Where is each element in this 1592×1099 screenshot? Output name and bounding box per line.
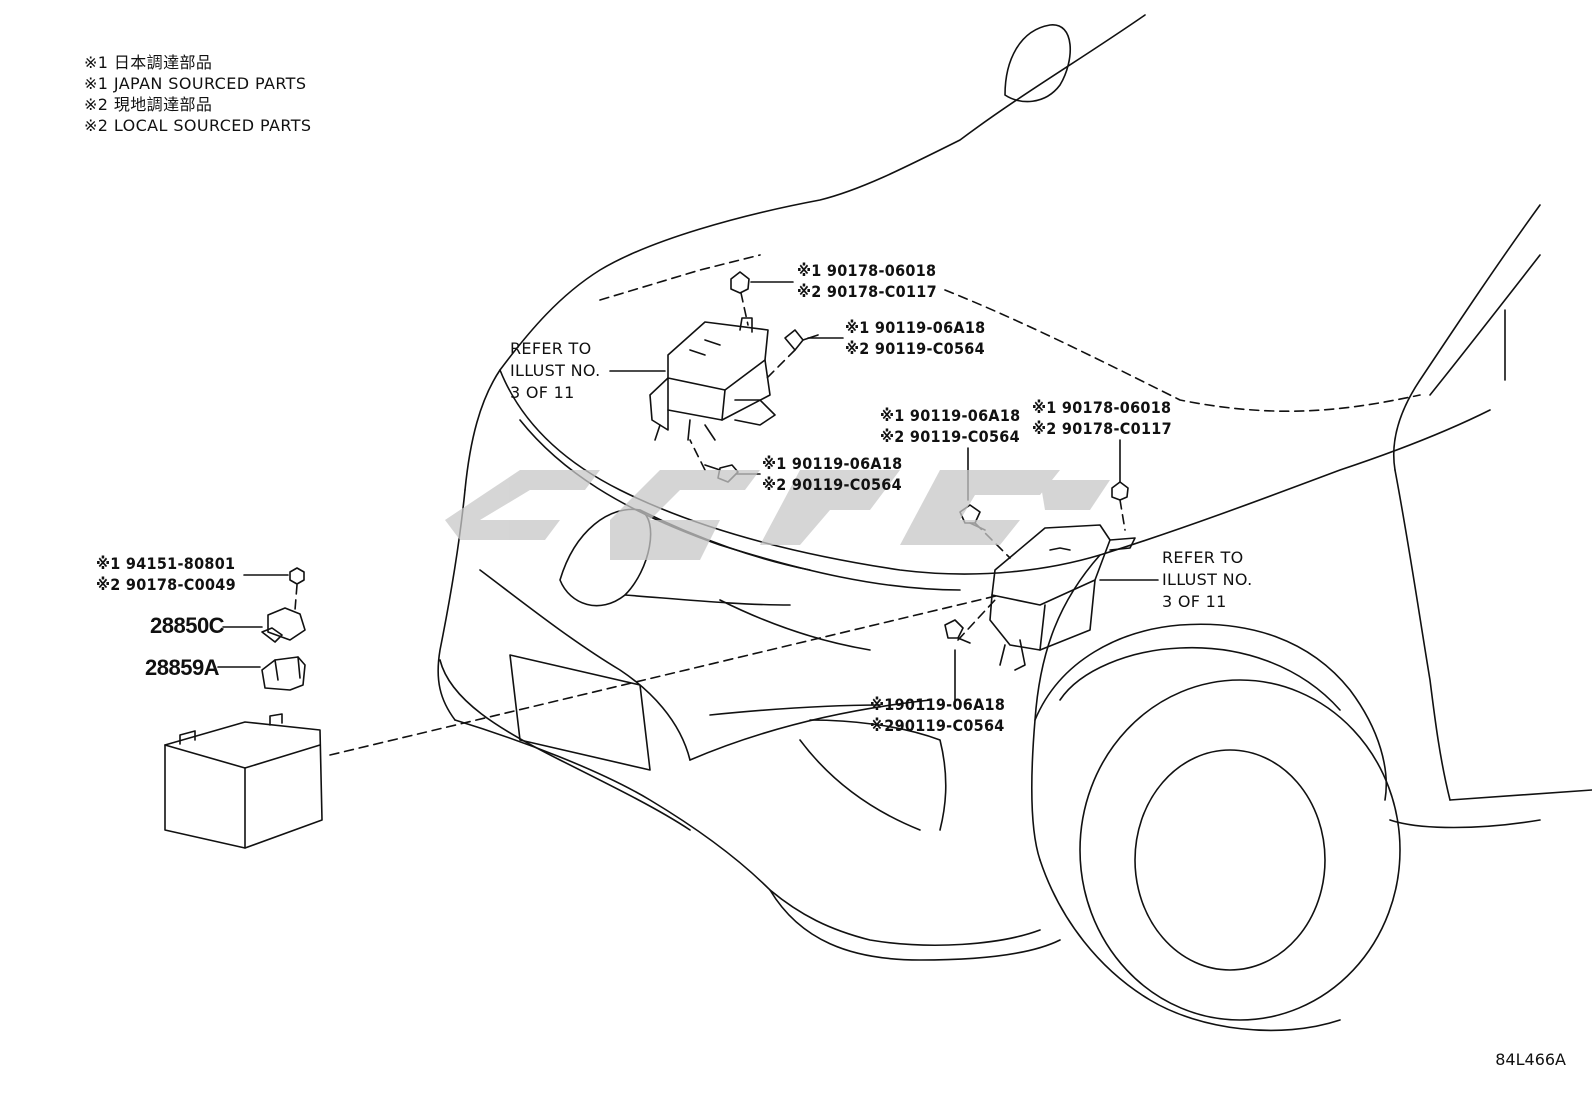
refer-line: 3 OF 11 [510,383,575,402]
callout-line: ※190119-06A18 [870,695,1006,714]
callout-line: ※1 90178-06018 [1032,398,1172,417]
callout-line: ※1 94151-80801 [96,554,236,573]
callout-battery-nut: ※1 94151-80801 ※2 90178-C0049 [96,553,236,595]
callout-bolt-top-left: ※1 90119-06A18 ※2 90119-C0564 [845,317,985,359]
callout-line: ※1 90119-06A18 [762,454,903,473]
legend-line-2: ※1 JAPAN SOURCED PARTS [84,74,307,93]
refer-line: REFER TO [1162,548,1244,567]
refer-line: ILLUST NO. [510,361,601,380]
refer-line: ILLUST NO. [1162,570,1253,589]
callout-line: ※2 90178-C0049 [96,575,236,594]
nut-top-right [1112,482,1128,500]
callout-line: ※2 90119-C0564 [880,427,1020,446]
refer-note-left: REFER TO ILLUST NO. 3 OF 11 [510,338,600,404]
battery-clamp [262,608,305,642]
battery-nut [290,568,304,584]
callout-line: ※2 90178-C0117 [1032,419,1172,438]
battery-body [165,714,322,848]
callout-line: ※1 90119-06A18 [880,406,1021,425]
watermark-logo [445,470,1110,560]
callout-bolt-top-right: ※1 90119-06A18 ※2 90119-C0564 [880,405,1020,447]
legend-line-3: ※2 現地調達部品 [84,95,213,114]
refer-line: 3 OF 11 [1162,592,1227,611]
callout-line: ※1 90178-06018 [797,261,937,280]
callout-line: ※2 90119-C0564 [762,475,902,494]
legend: ※1 日本調達部品 ※1 JAPAN SOURCED PARTS ※2 現地調達… [84,52,311,136]
relay-block-upper [650,318,775,440]
nut-top-left [731,272,749,293]
illustration-code: 84L466A [1495,1050,1566,1069]
refer-line: REFER TO [510,339,592,358]
part-number-holder: 28859A [145,655,220,680]
callout-nut-top-right: ※1 90178-06018 ※2 90178-C0117 [1032,397,1172,439]
callout-line: ※2 90119-C0564 [845,339,985,358]
callout-nut-top-left: ※1 90178-06018 ※2 90178-C0117 [797,260,937,302]
legend-line-4: ※2 LOCAL SOURCED PARTS [84,116,312,135]
relay-block-right [990,525,1135,670]
callout-line: ※1 90119-06A18 [845,318,986,337]
legend-line-1: ※1 日本調達部品 [84,53,213,72]
refer-note-right: REFER TO ILLUST NO. 3 OF 11 [1162,547,1252,613]
callout-bolt-bottom-right: ※190119-06A18 ※290119-C0564 [870,694,1005,736]
callout-bolt-mid-left: ※1 90119-06A18 ※2 90119-C0564 [762,453,902,495]
part-number-clamp: 28850C [150,613,225,638]
battery-holder [262,657,305,690]
callout-line: ※2 90178-C0117 [797,282,937,301]
bolt-top-left [785,330,818,350]
callout-line: ※290119-C0564 [870,716,1005,735]
